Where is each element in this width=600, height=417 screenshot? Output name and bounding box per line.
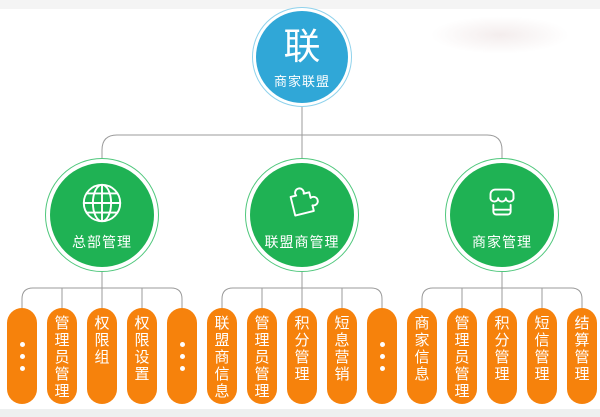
branch-node-merchant: 商家管理 [445, 158, 559, 272]
leaf-node-more [367, 308, 397, 404]
leaf-node: 商 家 信 息 [407, 308, 437, 404]
leaf-label: 管 理 员 管 理 [454, 314, 470, 400]
ellipsis-dot [379, 365, 385, 371]
leaf-label: 权 限 设 置 [134, 314, 150, 383]
ellipsis-dot [379, 341, 385, 347]
leaf-label: 管 理 员 管 理 [54, 314, 70, 400]
puzzle-icon [279, 180, 325, 226]
leaf-node: 积 分 管 理 [487, 308, 517, 404]
top-band [0, 0, 600, 9]
ellipsis-dot [19, 341, 25, 347]
ellipsis-dot [19, 353, 25, 359]
leaf-node: 管 理 员 管 理 [247, 308, 277, 404]
store-icon [479, 180, 525, 226]
leaf-node-more [167, 308, 197, 404]
root-badge: 联 [283, 25, 321, 68]
ellipsis-dot [379, 353, 385, 359]
globe-icon [79, 180, 125, 226]
leaf-label: 商 家 信 息 [414, 314, 430, 383]
leaf-node: 权 限 组 [87, 308, 117, 404]
ellipsis-dot [19, 365, 25, 371]
leaf-label: 联 盟 商 信 息 [214, 314, 230, 400]
leaf-node: 管 理 员 管 理 [447, 308, 477, 404]
leaf-node: 短 息 营 销 [327, 308, 357, 404]
leaf-node: 管 理 员 管 理 [47, 308, 77, 404]
branch-label: 商家管理 [472, 235, 532, 251]
leaf-label: 管 理 员 管 理 [254, 314, 270, 400]
ellipsis-dot [179, 365, 185, 371]
bottom-band [0, 409, 600, 417]
root-node-merchant-alliance: 联 商家联盟 [252, 7, 352, 107]
leaf-node: 联 盟 商 信 息 [207, 308, 237, 404]
ellipsis-dot [179, 353, 185, 359]
root-label: 商家联盟 [273, 75, 330, 90]
branch-node-alliance-merchant: 联盟商管理 [245, 158, 359, 272]
leaf-label: 结 算 管 理 [574, 314, 590, 383]
branch-disc: 联盟商管理 [250, 163, 354, 267]
root-disc: 联 商家联盟 [256, 11, 348, 103]
leaf-label: 短 息 营 销 [334, 314, 350, 383]
watermark-smudge [430, 16, 570, 54]
branch-node-headquarters: 总部管理 [45, 158, 159, 272]
leaf-node: 结 算 管 理 [567, 308, 597, 404]
leaf-label: 积 分 管 理 [494, 314, 510, 383]
leaf-node: 积 分 管 理 [287, 308, 317, 404]
leaf-label: 积 分 管 理 [294, 314, 310, 383]
leaf-label: 权 限 组 [94, 314, 110, 366]
branch-label: 联盟商管理 [264, 235, 340, 251]
ellipsis-dot [179, 341, 185, 347]
branch-disc: 总部管理 [50, 163, 154, 267]
leaf-label: 短 信 管 理 [534, 314, 550, 383]
leaf-node: 短 信 管 理 [527, 308, 557, 404]
branch-disc: 商家管理 [450, 163, 554, 267]
branch-label: 总部管理 [72, 235, 132, 251]
leaf-node-more [7, 308, 37, 404]
leaf-node: 权 限 设 置 [127, 308, 157, 404]
